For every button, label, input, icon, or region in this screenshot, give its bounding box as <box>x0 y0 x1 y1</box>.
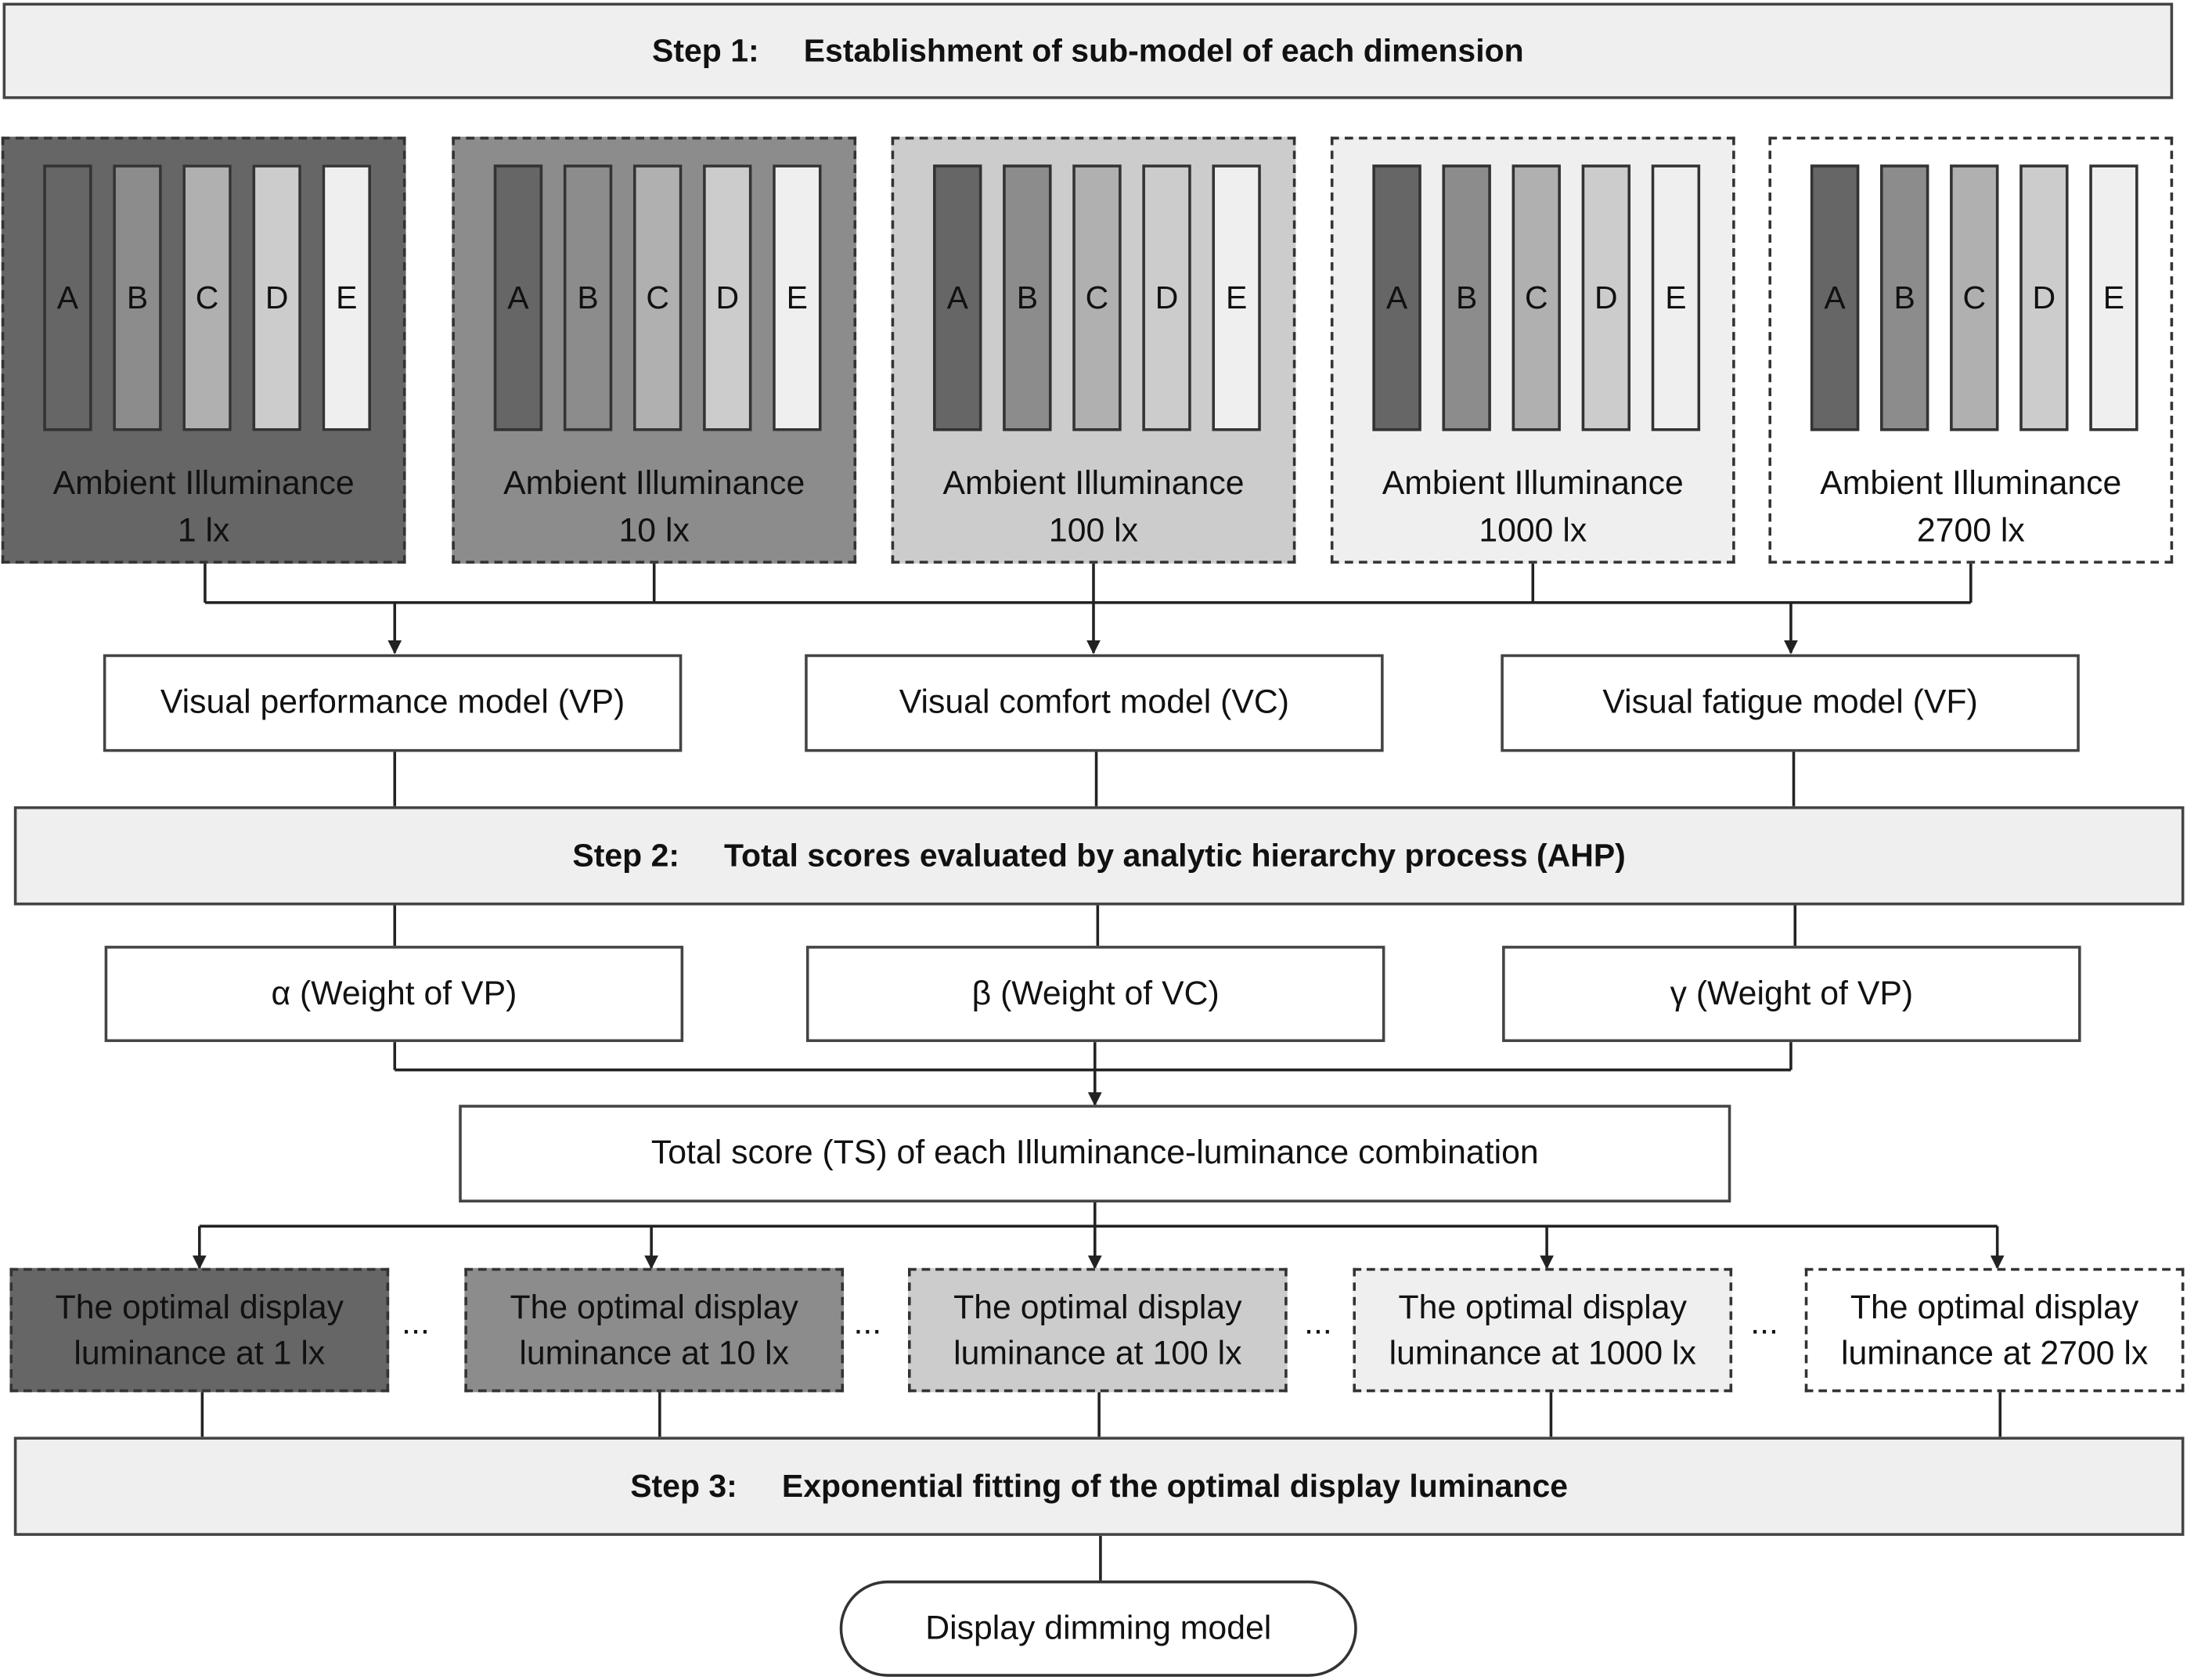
bar-e: E <box>322 164 371 431</box>
optimal-line1: The optimal display <box>953 1288 1242 1326</box>
step-1-number: Step 1: <box>652 31 759 69</box>
illuminance-title: Ambient Illuminance <box>942 464 1245 503</box>
bar-a: A <box>43 164 92 431</box>
illuminance-panel-1lx: A B C D E Ambient Illuminance 1 lx <box>1 136 406 564</box>
ellipsis-1: ... <box>402 1304 430 1343</box>
bar-b: B <box>113 164 162 431</box>
bar-c: C <box>1950 164 1999 431</box>
optimal-line1: The optimal display <box>1850 1288 2139 1326</box>
illuminance-value: 10 lx <box>618 511 690 550</box>
illuminance-label: Ambient Illuminance 1 lx <box>4 460 403 555</box>
bar-d: D <box>703 164 752 431</box>
illuminance-value: 100 lx <box>1048 511 1139 550</box>
bar-a: A <box>1810 164 1860 431</box>
step-1-title: Establishment of sub-model of each dimen… <box>803 31 1524 69</box>
bar-d: D <box>2019 164 2069 431</box>
bar-b: B <box>1879 164 1929 431</box>
optimal-line2: luminance at 10 lx <box>519 1334 790 1372</box>
visual-fatigue-model: Visual fatigue model (VF) <box>1501 654 2080 752</box>
optimal-luminance-100lx: The optimal display luminance at 100 lx <box>908 1267 1288 1393</box>
optimal-line1: The optimal display <box>55 1288 344 1326</box>
bar-e: E <box>1212 164 1261 431</box>
illuminance-label: Ambient Illuminance 100 lx <box>894 460 1293 555</box>
bar-a: A <box>933 164 982 431</box>
step-3-number: Step 3: <box>630 1467 737 1504</box>
optimal-luminance-2700lx: The optimal display luminance at 2700 lx <box>1804 1267 2185 1393</box>
visual-performance-model: Visual performance model (VP) <box>103 654 683 752</box>
illuminance-value: 2700 lx <box>1916 511 2025 550</box>
bar-c: C <box>632 164 683 431</box>
step-1-header: Step 1: Establishment of sub-model of ea… <box>2 2 2174 99</box>
optimal-luminance-10lx: The optimal display luminance at 10 lx <box>464 1267 845 1393</box>
bar-d: D <box>1142 164 1191 431</box>
step-3-header: Step 3: Exponential fitting of the optim… <box>13 1437 2185 1536</box>
bar-b: B <box>1003 164 1052 431</box>
optimal-line2: luminance at 100 lx <box>953 1334 1242 1372</box>
bar-e: E <box>773 164 822 431</box>
illuminance-value: 1 lx <box>177 511 230 550</box>
bar-d: D <box>252 164 301 431</box>
illuminance-label: Ambient Illuminance 1000 lx <box>1333 460 1732 555</box>
display-dimming-model: Display dimming model <box>839 1580 1357 1677</box>
bar-e: E <box>2089 164 2138 431</box>
bar-c: C <box>1511 164 1561 431</box>
optimal-line1: The optimal display <box>1398 1288 1687 1326</box>
illuminance-title: Ambient Illuminance <box>1382 464 1684 503</box>
bar-e: E <box>1651 164 1701 431</box>
optimal-line2: luminance at 1000 lx <box>1389 1334 1696 1372</box>
illuminance-label: Ambient Illuminance 10 lx <box>455 460 854 555</box>
illuminance-panel-100lx: A B C D E Ambient Illuminance 100 lx <box>891 136 1296 564</box>
step-2-title: Total scores evaluated by analytic hiera… <box>724 837 1626 874</box>
step-3-title: Exponential fitting of the optimal displ… <box>781 1467 1569 1504</box>
illuminance-value: 1000 lx <box>1479 511 1587 550</box>
step-2-header: Step 2: Total scores evaluated by analyt… <box>13 806 2185 906</box>
illuminance-panel-2700lx: A B C D E Ambient Illuminance 2700 lx <box>1768 136 2174 564</box>
illuminance-title: Ambient Illuminance <box>1820 464 2122 503</box>
optimal-line2: luminance at 1 lx <box>74 1334 326 1372</box>
bar-a: A <box>1372 164 1421 431</box>
bar-b: B <box>563 164 613 431</box>
bar-c: C <box>182 164 232 431</box>
illuminance-panel-1000lx: A B C D E Ambient Illuminance 1000 lx <box>1330 136 1735 564</box>
illuminance-title: Ambient Illuminance <box>52 464 355 503</box>
visual-comfort-model: Visual comfort model (VC) <box>805 654 1384 752</box>
illuminance-title: Ambient Illuminance <box>503 464 805 503</box>
step-2-number: Step 2: <box>572 837 680 874</box>
bar-b: B <box>1442 164 1491 431</box>
bar-a: A <box>493 164 543 431</box>
ellipsis-2: ... <box>853 1304 882 1343</box>
optimal-luminance-1lx: The optimal display luminance at 1 lx <box>9 1267 390 1393</box>
weight-beta: β (Weight of VC) <box>805 946 1385 1043</box>
optimal-line1: The optimal display <box>510 1288 798 1326</box>
total-score-box: Total score (TS) of each Illuminance-lum… <box>459 1105 1731 1202</box>
ellipsis-3: ... <box>1304 1304 1332 1343</box>
optimal-luminance-1000lx: The optimal display luminance at 1000 lx <box>1353 1267 1733 1393</box>
optimal-line2: luminance at 2700 lx <box>1840 1334 2149 1372</box>
weight-alpha: α (Weight of VP) <box>104 946 684 1043</box>
ellipsis-4: ... <box>1750 1304 1778 1343</box>
bar-c: C <box>1072 164 1122 431</box>
illuminance-label: Ambient Illuminance 2700 lx <box>1771 460 2171 555</box>
weight-gamma: γ (Weight of VP) <box>1502 946 2081 1043</box>
illuminance-panel-10lx: A B C D E Ambient Illuminance 10 lx <box>452 136 857 564</box>
bar-d: D <box>1581 164 1631 431</box>
